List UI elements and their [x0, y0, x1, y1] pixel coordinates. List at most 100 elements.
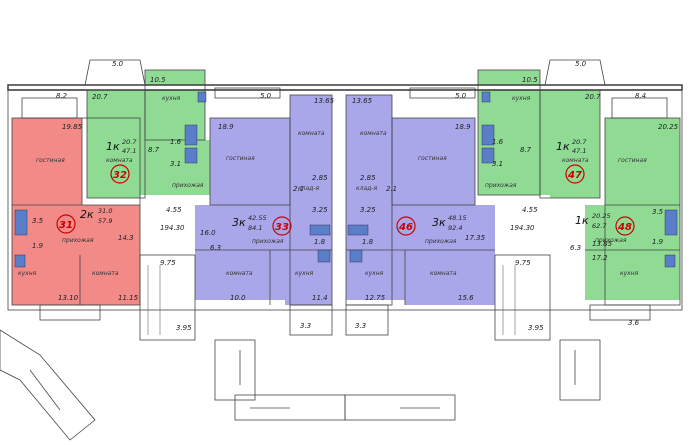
apt-type: 3к [232, 216, 246, 229]
area-value: 8.4 [635, 92, 646, 100]
apt-number-badge [615, 216, 635, 236]
apt-number-badge [565, 164, 585, 184]
area-value: 2.1 [293, 185, 304, 193]
area-value: 8.7 [148, 146, 160, 154]
area-value: 6.3 [210, 244, 221, 252]
area-value: 13.65 [352, 97, 373, 105]
room-label: кухня [365, 270, 384, 277]
area-value: 13.10 [58, 294, 79, 302]
bath-icon [481, 147, 495, 164]
room-label: кухня [620, 270, 639, 277]
stove-icon [14, 254, 26, 268]
room-label: комната [226, 270, 253, 277]
area-value: 1.8 [314, 238, 326, 246]
bath-icon [14, 209, 28, 236]
area-value: 5.0 [260, 92, 272, 100]
room-label: прихожая [172, 182, 204, 189]
room-label: клад-я [298, 185, 319, 192]
area-value: 4.55 [522, 206, 538, 214]
room-label: комната [562, 157, 589, 164]
area-value: 9.75 [515, 259, 531, 267]
room-label: кухня [162, 95, 181, 102]
room-label: прихожая [62, 237, 94, 244]
apt-33-fill[interactable] [195, 95, 332, 305]
apt-48-fill[interactable] [585, 118, 680, 300]
apt-number: 46 [398, 222, 413, 233]
walls [0, 59, 683, 441]
area-value: 5.0 [575, 60, 587, 68]
apt-46-caption[interactable]: 3к 48.15 92.4 46 [396, 214, 467, 236]
area-value: 20.7 [585, 93, 601, 101]
apt-31-caption[interactable]: 2к 31.0 57.9 31 [56, 207, 112, 234]
apt-33-caption[interactable]: 3к 42.55 84.1 33 [232, 214, 292, 236]
area-value: 10.0 [230, 294, 246, 302]
apt-number: 32 [113, 170, 127, 181]
area-value: 3.6 [628, 319, 640, 327]
area-value: 12.75 [365, 294, 386, 302]
apt-number: 33 [275, 222, 289, 233]
apt-number: 47 [567, 170, 582, 181]
bath-icon [347, 224, 369, 236]
area-value: 1.9 [652, 238, 664, 246]
area-value: 1.6 [170, 138, 182, 146]
area-value: 11.15 [118, 294, 139, 302]
stove-icon [664, 254, 676, 268]
area-value: 17.2 [592, 254, 608, 262]
area-value: 18.9 [218, 123, 234, 131]
room-label: комната [430, 270, 457, 277]
room-label: прихожая [425, 238, 457, 245]
entrance-arrows [29, 350, 576, 411]
stove-icon [349, 249, 363, 263]
apt-total-area: 92.4 [448, 224, 462, 232]
room-label: клад-я [356, 185, 377, 192]
apt-total-area: 84.1 [248, 224, 262, 232]
area-value: 5.0 [455, 92, 467, 100]
area-value: 15.6 [458, 294, 474, 302]
apt-type: 1к [575, 214, 589, 227]
area-value: 6.3 [570, 244, 581, 252]
room-label: гостиная [36, 157, 65, 164]
apt-47-caption[interactable]: 1к 20.7 47.1 47 [556, 138, 587, 184]
apt-number: 31 [59, 220, 73, 231]
area-value: 3.25 [312, 206, 328, 214]
apt-46-fill[interactable] [346, 95, 495, 305]
apt-living-area: 20.25 [592, 212, 611, 220]
apt-31-fill[interactable] [12, 118, 140, 305]
apt-32-caption[interactable]: 1к 20.7 47.1 32 [106, 138, 137, 184]
area-value: 9.75 [160, 259, 176, 267]
area-value: 14.3 [118, 234, 134, 242]
room-label: прихожая [485, 182, 517, 189]
area-value: 3.5 [652, 208, 664, 216]
apt-type: 2к [80, 208, 94, 221]
apt-32-fill[interactable] [87, 70, 210, 198]
area-value: 3.1 [492, 160, 503, 168]
apt-living-area: 42.55 [248, 214, 267, 222]
apt-48-caption[interactable]: 1к 20.25 62.7 48 [575, 212, 635, 236]
apt-number-badge [110, 164, 130, 184]
area-value: 2.85 [312, 174, 328, 182]
area-value: 3.25 [360, 206, 376, 214]
area-value: 10.5 [522, 76, 538, 84]
apartment-fills [12, 70, 680, 305]
area-value: 2.85 [360, 174, 376, 182]
area-value: 3.3 [355, 322, 366, 330]
apt-number-badge [272, 216, 292, 236]
area-value: 194.30 [510, 224, 535, 232]
area-value: 3.1 [170, 160, 181, 168]
area-value: 3.95 [176, 324, 192, 332]
room-label: комната [92, 270, 119, 277]
area-value: 3.5 [32, 217, 44, 225]
apt-47-fill[interactable] [478, 70, 600, 198]
fixtures [14, 91, 678, 268]
apt-total-area: 57.9 [98, 217, 112, 225]
area-value: 13.85 [592, 240, 613, 248]
bath-icon [664, 209, 678, 236]
room-label: гостиная [226, 155, 255, 162]
bath-icon [184, 124, 198, 146]
area-value: 5.0 [112, 60, 124, 68]
apt-living-area: 20.7 [122, 138, 137, 146]
room-labels: гостиная кухня комната прихожая комната … [18, 95, 647, 277]
area-value: 8.2 [56, 92, 68, 100]
area-value: 1.6 [492, 138, 504, 146]
